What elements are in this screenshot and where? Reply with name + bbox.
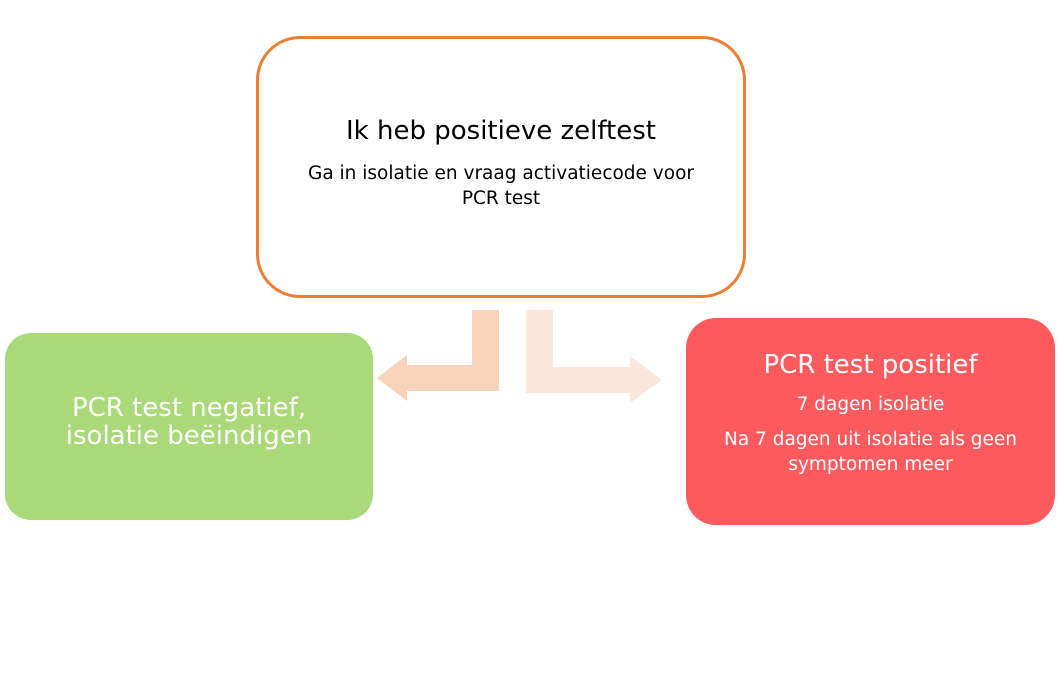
pcr-negative-line1: PCR test negatief, [71,392,307,423]
self-test-instruction-line1: Ga in isolatie en vraag activatiecode vo… [307,163,695,184]
pcr-positive-end-isolation-b: symptomen meer [788,454,953,475]
self-test-instruction-line2: PCR test [461,188,541,209]
self-test-positive-box: Ik heb positieve zelftest Ga in isolatie… [256,36,746,298]
arrow-to-positive [526,310,662,403]
pcr-positive-end-isolation: Na 7 dagen uit isolatie als geen symptom… [724,427,1017,477]
pcr-positive-title: PCR test positief [763,350,978,380]
self-test-title: Ik heb positieve zelftest [346,116,656,146]
pcr-positive-end-isolation-a: Na 7 dagen uit isolatie als geen [724,429,1017,450]
pcr-negative-line2: isolatie beëindigen [65,420,313,451]
pcr-positive-isolation-days: 7 dagen isolatie [796,394,945,415]
pcr-negative-box: PCR test negatief, isolatie beëindigen [5,333,373,520]
pcr-positive-box: PCR test positief 7 dagen isolatie Na 7 … [686,318,1055,525]
arrow-to-negative [377,310,499,401]
